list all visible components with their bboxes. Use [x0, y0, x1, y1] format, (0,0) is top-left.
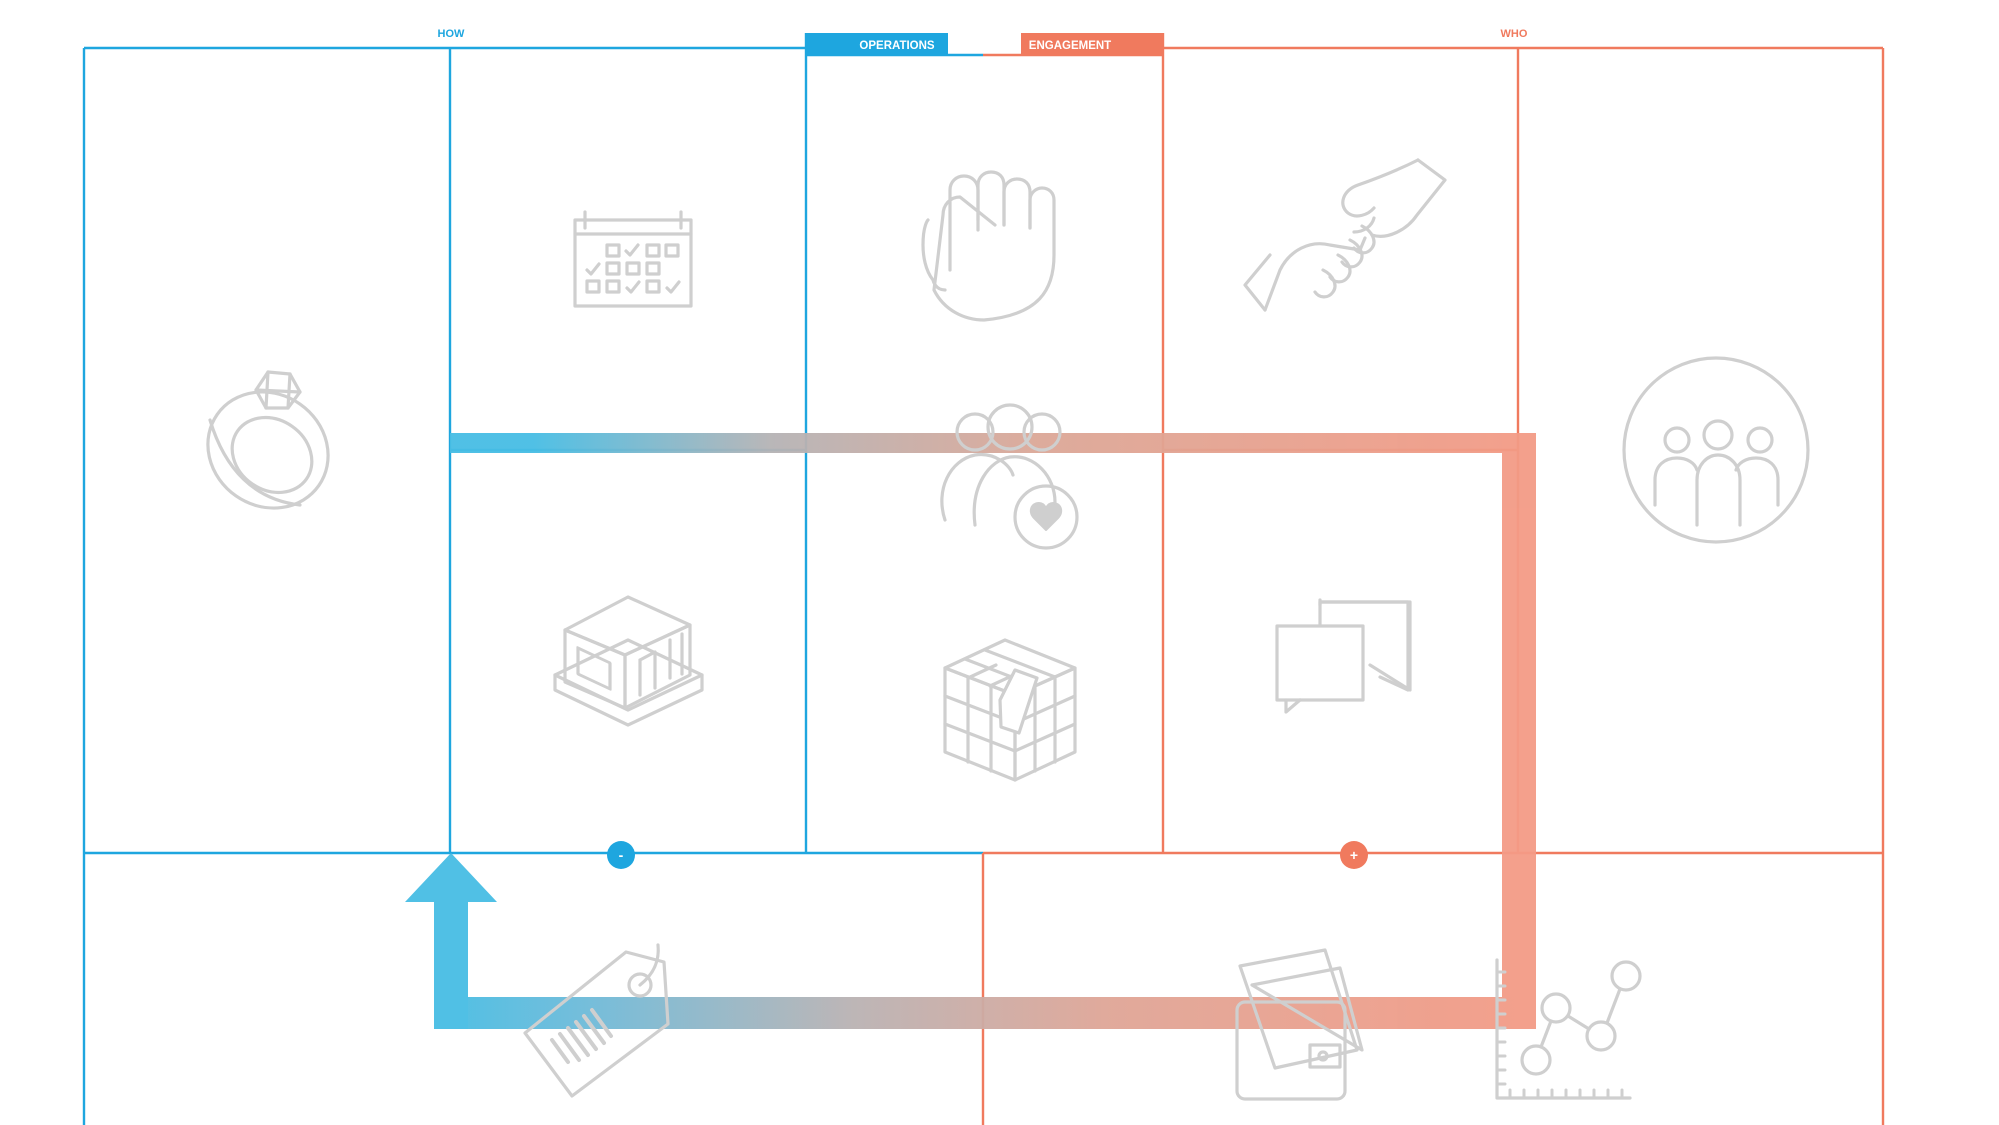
ring-icon: [206, 370, 330, 510]
minus-label: -: [619, 847, 624, 863]
cube-icon: [943, 638, 1077, 782]
line-graph-icon: [1495, 958, 1642, 1100]
chat-icon: [1275, 598, 1412, 714]
price-tag-icon: [523, 943, 670, 1098]
fist-icon: [921, 170, 1056, 322]
engagement-tab: [1021, 33, 1164, 55]
wallet-icon: [1235, 948, 1364, 1101]
grid-blue: [82, 33, 983, 1125]
operations-label: OPERATIONS: [859, 40, 935, 52]
who-label: WHO: [1501, 28, 1528, 40]
customer-group-icon: [1622, 356, 1810, 544]
minus-marker: -: [607, 841, 635, 869]
plus-label: +: [1350, 847, 1358, 863]
flow-arrow: [405, 433, 1536, 1029]
plus-marker: +: [1340, 841, 1368, 869]
calendar-icon: [573, 210, 693, 308]
building-icon: [553, 595, 704, 727]
how-label: HOW: [438, 28, 466, 40]
engagement-label: ENGAGEMENT: [1029, 40, 1111, 52]
arrow-head: [405, 853, 497, 902]
handshake-icon: [1243, 158, 1447, 312]
community-heart-icon: [940, 403, 1079, 550]
operations-tab: [805, 33, 948, 55]
